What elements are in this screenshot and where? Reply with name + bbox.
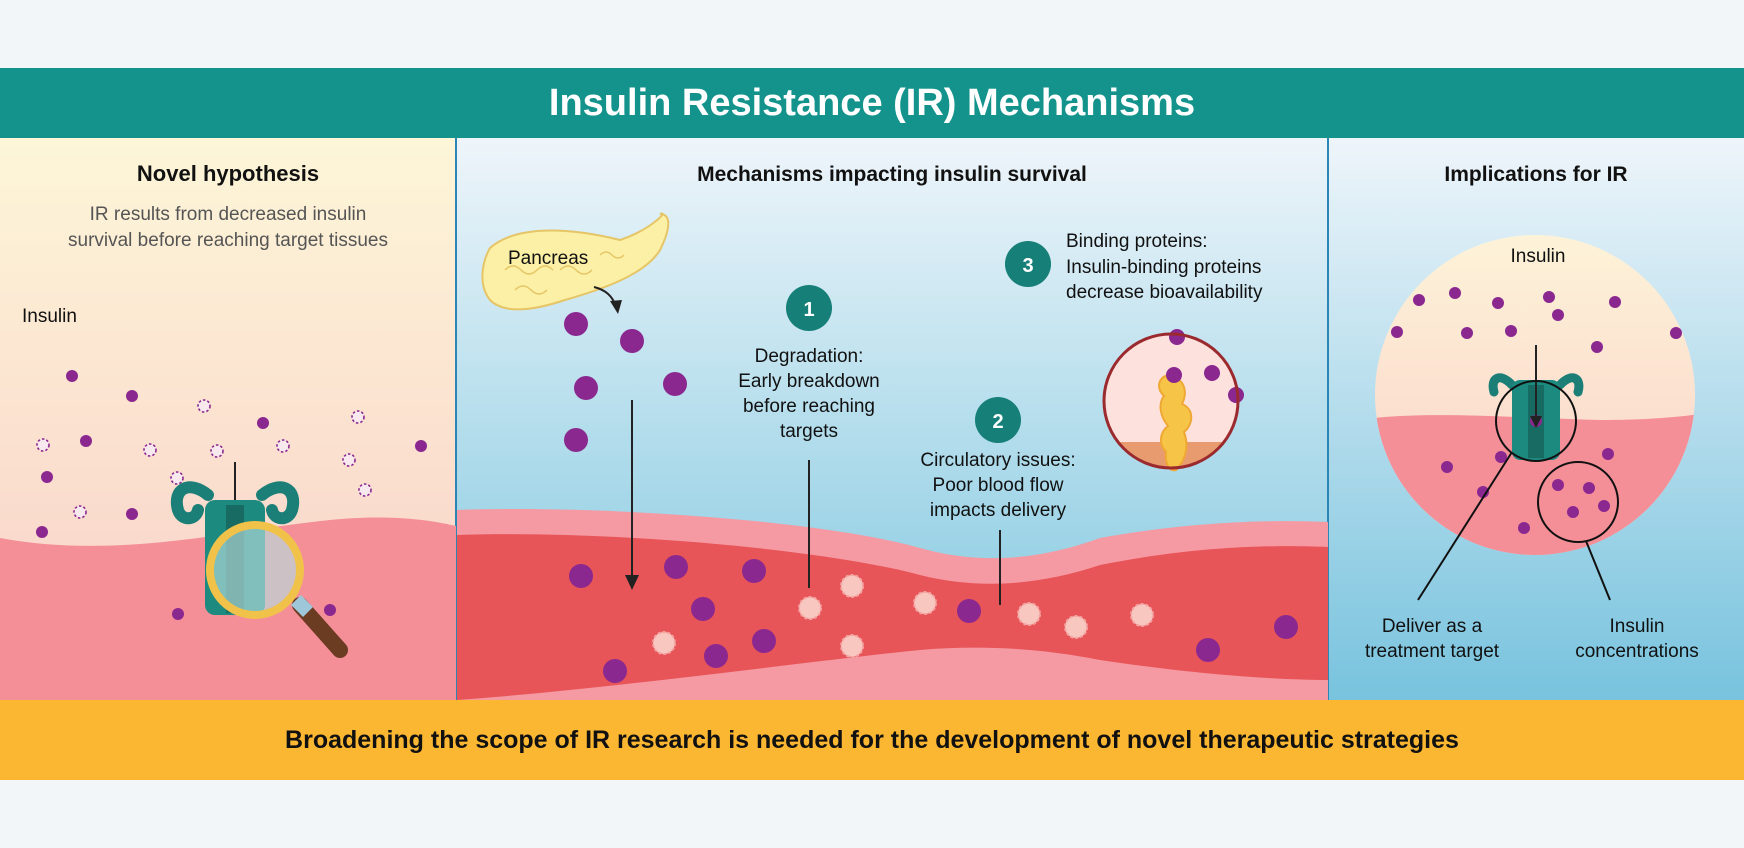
step1-badge xyxy=(786,285,832,331)
step2-number: 2 xyxy=(992,411,1003,433)
concentration-callout-line xyxy=(1585,540,1611,601)
middle-panel: Mechanisms impacting insulin survival Pa… xyxy=(457,163,1328,700)
receptor-highlight-ring xyxy=(1495,380,1577,462)
left-degraded-insulin xyxy=(36,399,372,519)
left-panel: Novel hypothesis IR results from decreas… xyxy=(0,161,456,700)
step2-badge xyxy=(975,397,1021,443)
right-binding-arrowhead xyxy=(1530,416,1542,428)
vessel-insulin xyxy=(569,555,1298,683)
conclusion-banner: Broadening the scope of IR research is n… xyxy=(0,700,1744,780)
deliver-line1: Deliver as a xyxy=(1382,616,1483,637)
right-heading: Implications for IR xyxy=(1444,163,1627,186)
step3-badge xyxy=(1005,241,1051,287)
page-title: Insulin Resistance (IR) Mechanisms xyxy=(0,68,1744,138)
step2-line1: Circulatory issues: xyxy=(920,450,1075,471)
step1-line2: Early breakdown xyxy=(738,371,880,392)
left-desc-line2: survival before reaching target tissues xyxy=(68,230,388,251)
step1-number: 1 xyxy=(803,299,814,321)
step1-line1: Degradation: xyxy=(755,346,864,367)
deliver-callout-line xyxy=(1417,451,1513,601)
concentration-line1: Insulin xyxy=(1610,616,1665,637)
concentration-highlight-ring xyxy=(1537,461,1619,543)
concentration-line2: concentrations xyxy=(1575,641,1699,662)
step3-line2: Insulin-binding proteins xyxy=(1066,257,1261,278)
step2-line2: Poor blood flow xyxy=(933,475,1064,496)
step1-line4: targets xyxy=(780,421,838,442)
right-insulin-molecules xyxy=(1391,287,1682,534)
left-insulin-label: Insulin xyxy=(22,306,77,327)
left-desc-line1: IR results from decreased insulin xyxy=(90,204,367,225)
left-heading: Novel hypothesis xyxy=(137,161,319,186)
pancreas-icon xyxy=(481,212,670,311)
left-insulin-molecules xyxy=(36,370,427,620)
middle-heading: Mechanisms impacting insulin survival xyxy=(697,163,1087,186)
binding-protein-icon xyxy=(1158,373,1193,472)
step3-line1: Binding proteins: xyxy=(1066,231,1208,252)
pancreas-arrowhead xyxy=(610,300,622,314)
step3-number: 3 xyxy=(1022,255,1033,277)
released-insulin xyxy=(564,312,687,452)
step3-line3: decrease bioavailability xyxy=(1066,282,1263,303)
vessel-degraded-insulin xyxy=(652,574,1154,658)
step1-line3: before reaching xyxy=(743,396,875,417)
pancreas-label: Pancreas xyxy=(508,248,588,269)
magnifying-glass-icon xyxy=(206,521,348,658)
right-insulin-label: Insulin xyxy=(1511,246,1566,267)
step2-line3: impacts delivery xyxy=(930,500,1067,521)
deliver-line2: treatment target xyxy=(1365,641,1500,662)
delivery-arrowhead xyxy=(625,575,639,590)
